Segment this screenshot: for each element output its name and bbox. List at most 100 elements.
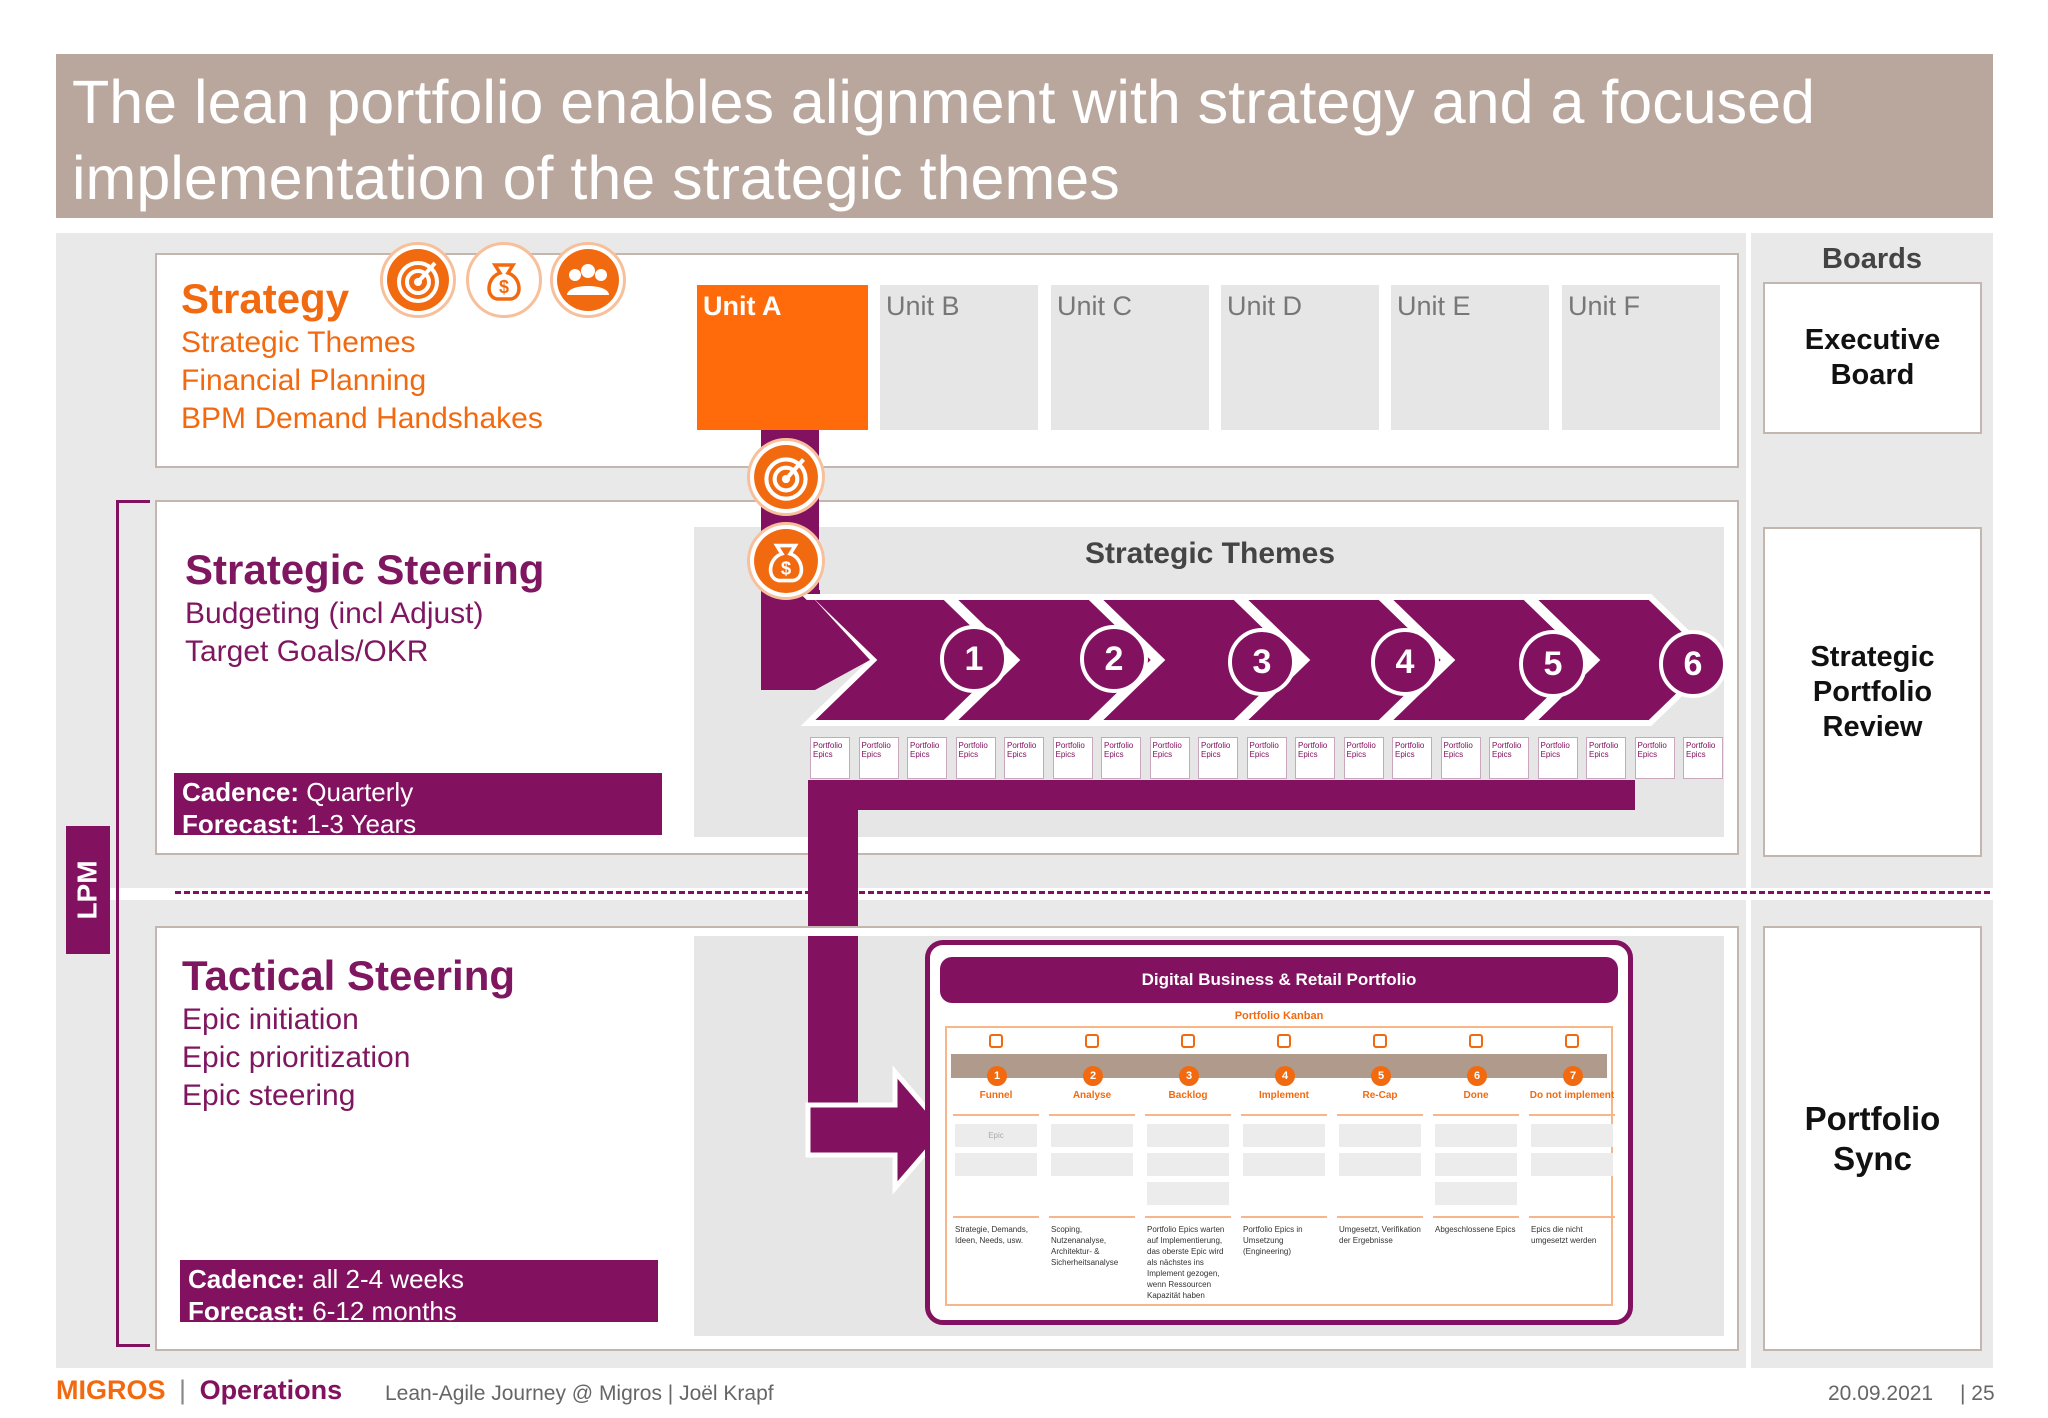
footer-subtitle: Lean-Agile Journey @ Migros | Joël Krapf — [385, 1382, 774, 1405]
portfolio-sync-label: Portfolio Sync — [1804, 1099, 1941, 1177]
cadence-value: Quarterly — [299, 777, 414, 807]
epic-card-line1: Portfolio — [910, 741, 940, 750]
footer-department: Operations — [199, 1375, 343, 1405]
strategic-forecast-line: Forecast: 1-3 Years — [182, 808, 654, 840]
kanban-column-divider — [953, 1114, 1039, 1116]
epic-card-line1: Portfolio — [1395, 741, 1425, 750]
tactical-forecast-line: Forecast: 6-12 months — [188, 1295, 650, 1327]
cadence-label: Cadence: — [182, 777, 300, 807]
kanban-column-header: Done — [1463, 1090, 1489, 1101]
epic-card-line1: Portfolio — [813, 741, 843, 750]
executive-board-box: Executive Board — [1763, 282, 1982, 434]
epic-card-line2: Epics — [1249, 750, 1270, 759]
kanban-cell — [1435, 1182, 1517, 1205]
epic-card-line2: Epics — [1637, 750, 1658, 759]
epic-card-line2: Epics — [1492, 750, 1512, 759]
footer-date: 20.09.2021 — [1828, 1382, 1934, 1405]
kanban-column-description: Portfolio Epics in Umsetzung (Engineerin… — [1243, 1225, 1303, 1256]
strategic-themes-title: Strategic Themes — [1084, 537, 1336, 570]
forecast-value: 6-12 months — [305, 1296, 457, 1326]
kanban-column-divider — [1241, 1114, 1327, 1116]
strategy-item: Financial Planning — [181, 364, 427, 397]
kanban-column-header: Backlog — [1168, 1090, 1208, 1101]
kanban-column-divider — [1049, 1114, 1135, 1116]
strategic-steering-items: Budgeting (incl Adjust) Target Goals/OKR — [185, 595, 484, 671]
strategy-item: BPM Demand Handshakes — [181, 402, 543, 435]
unit-f: Unit F — [1562, 285, 1720, 430]
epic-card-line1: Portfolio — [1249, 741, 1279, 750]
epic-card-line1: Portfolio — [861, 741, 891, 750]
kanban-step-icon — [1565, 1034, 1579, 1048]
strategy-item: Strategic Themes — [181, 326, 416, 359]
kanban-column-divider — [1145, 1216, 1231, 1218]
theme-number-4: 4 — [1371, 628, 1439, 696]
epic-card-line2: Epics — [958, 750, 979, 759]
svg-text:$: $ — [499, 277, 509, 297]
kanban-cell — [1051, 1124, 1133, 1147]
strategy-heading: Strategy — [181, 275, 350, 322]
migros-logo: MIGROS — [56, 1375, 166, 1405]
kanban-cell — [1435, 1153, 1517, 1176]
kanban-cell — [1147, 1124, 1229, 1147]
kanban-cell — [1531, 1153, 1613, 1176]
kanban-column-divider — [1049, 1216, 1135, 1218]
theme-number-6: 6 — [1659, 630, 1727, 698]
theme-number-5: 5 — [1519, 630, 1587, 698]
kanban-cell — [1435, 1124, 1517, 1147]
kanban-cell — [1339, 1153, 1421, 1176]
tactical-steering-items: Epic initiation Epic prioritization Epic… — [182, 1001, 410, 1115]
epic-card-line1: Portfolio — [1589, 741, 1619, 750]
epic-card-line1: Portfolio — [1686, 741, 1716, 750]
portfolio-sync-box: Portfolio Sync — [1763, 926, 1982, 1351]
tactical-steering-item: Epic prioritization — [182, 1041, 411, 1074]
kanban-step-icon — [1469, 1034, 1483, 1048]
theme-number-3: 3 — [1228, 628, 1296, 696]
slide-title: The lean portfolio enables alignment wit… — [72, 68, 1815, 212]
strategic-steering-heading: Strategic Steering — [185, 546, 545, 593]
epic-card-line2: Epics — [1589, 750, 1609, 759]
kanban-step-icon — [1373, 1034, 1387, 1048]
kanban-step-icon — [1277, 1034, 1291, 1048]
kanban-step-number: 6 — [1467, 1066, 1487, 1086]
strategic-cadence-line: Cadence: Quarterly — [182, 776, 654, 808]
theme-number-1: 1 — [940, 625, 1008, 693]
footer-separator: | — [179, 1375, 187, 1405]
dashed-line — [175, 891, 1990, 894]
tactical-cadence-box: Cadence: all 2-4 weeks Forecast: 6-12 mo… — [180, 1260, 658, 1326]
epic-card-line1: Portfolio — [958, 741, 988, 750]
forecast-label: Forecast: — [188, 1296, 306, 1326]
tactical-steering-heading: Tactical Steering — [182, 952, 516, 999]
footer-page: | 25 — [1960, 1382, 1995, 1405]
boards-header: Boards — [1822, 243, 1922, 275]
kanban-cell — [955, 1153, 1037, 1176]
kanban-step-number: 7 — [1563, 1066, 1583, 1086]
epic-card-line2: Epics — [910, 750, 930, 759]
kanban-column-description: Scoping, Nutzenanalyse, Architektur- & S… — [1051, 1225, 1119, 1267]
epic-card-line2: Epics — [1346, 750, 1367, 759]
epic-card-line1: Portfolio — [1055, 741, 1085, 750]
kanban-column-header: Funnel — [979, 1090, 1013, 1101]
target-icon — [380, 242, 456, 318]
kanban-column-divider — [1145, 1114, 1231, 1116]
kanban-column-header: Analyse — [1072, 1090, 1112, 1101]
kanban-column-divider — [1337, 1114, 1423, 1116]
kanban-column-divider — [953, 1216, 1039, 1218]
kanban-column-divider — [1337, 1216, 1423, 1218]
epic-placeholder: Epic — [988, 1131, 1004, 1140]
strategic-steering-item: Budgeting (incl Adjust) — [185, 597, 484, 630]
money-bag-icon: $ — [466, 242, 542, 318]
epic-card-line2: Epics — [1104, 750, 1124, 759]
epic-card-line2: Epics — [1055, 750, 1076, 759]
people-group-icon — [550, 242, 626, 318]
